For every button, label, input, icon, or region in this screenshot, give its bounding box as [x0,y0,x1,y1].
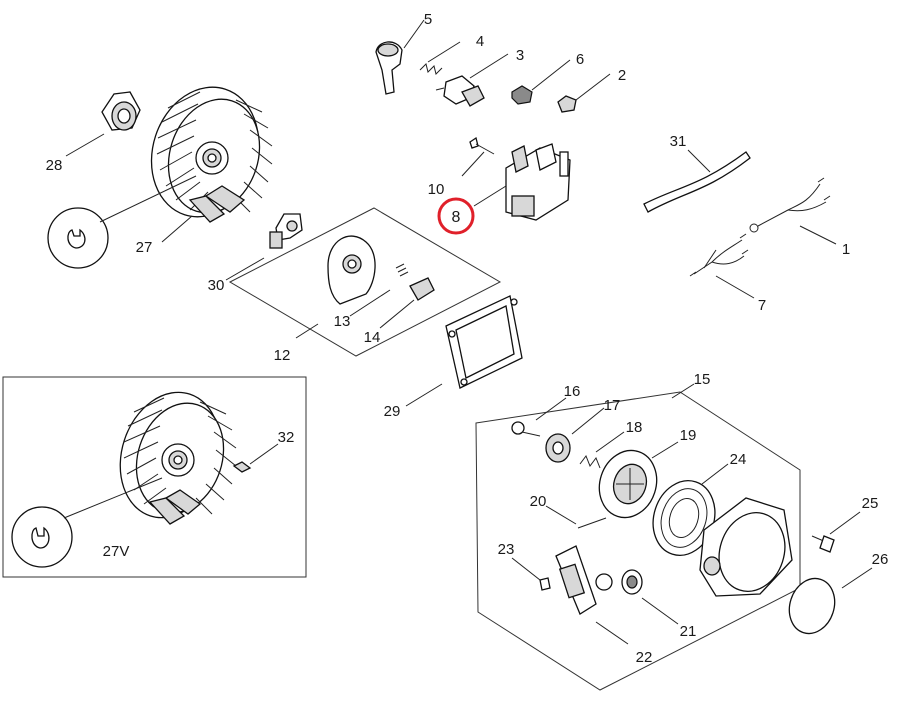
callout-16: 16 [564,383,581,400]
callout-10: 10 [428,181,445,198]
spring-pin-14 [395,263,435,301]
spark-plug-boot-5 [375,41,403,95]
key-slot-27v-detail-icon [11,506,73,568]
screw-16 [511,421,541,437]
callout-15: 15 [694,371,711,388]
bolt-10 [469,136,495,155]
callout-20: 20 [530,493,547,510]
pawl-13 [327,235,376,305]
leader-lines [65,19,873,645]
callout-22: 22 [636,649,653,666]
nut-2 [557,95,577,113]
callout-13: 13 [334,313,351,330]
callout-17: 17 [604,397,621,414]
callout-12: 12 [274,347,291,364]
callout-31: 31 [670,133,687,150]
callout-6: 6 [576,51,584,68]
key-32 [232,461,252,473]
highlight-ring [437,197,475,235]
callout-8: 8 [452,209,461,226]
flywheel-nut-28 [101,91,141,131]
flywheel-27v-inset-box [2,376,307,578]
callout-28: 28 [46,157,63,174]
callout-19: 19 [680,427,697,444]
bracket-30 [269,213,303,249]
callout-1: 1 [842,241,850,258]
key-slot-detail-icon [47,207,109,269]
ignition-coil-icon [505,143,571,221]
callout-29: 29 [384,403,401,420]
callout-3: 3 [516,47,524,64]
plate-17 [545,433,571,463]
spark-plug-icon [435,75,485,107]
clip-23 [539,577,551,591]
callout-23: 23 [498,541,515,558]
spring-18 [579,454,601,469]
nut-6 [511,85,533,105]
spring-4 [419,63,443,75]
gasket-26 [788,577,836,635]
callout-27v: 27V [103,543,130,560]
gasket-29 [445,295,523,389]
callout-5: 5 [424,11,432,28]
callout-24: 24 [730,451,747,468]
group-12-box [228,207,502,357]
callout-21: 21 [680,623,697,640]
bolt-25 [811,535,835,553]
callout-7: 7 [758,297,766,314]
callout-25: 25 [862,495,879,512]
handle-22 [555,545,613,615]
callout-14: 14 [364,329,381,346]
callout-26: 26 [872,551,889,568]
callout-32: 32 [278,429,295,446]
starter-housing-icon [699,497,793,597]
callout-18: 18 [626,419,643,436]
bushing-21 [621,569,643,595]
pin-20 [577,517,607,529]
callout-27: 27 [136,239,153,256]
callout-30: 30 [208,277,225,294]
hose-31 [643,151,751,213]
wire-harness-1 [749,177,831,233]
pulley-19 [598,449,658,519]
wire-harness-7 [689,233,749,277]
callout-4: 4 [476,33,484,50]
flywheel-27v-icon [119,391,237,525]
callout-2: 2 [618,67,626,84]
flywheel-icon [150,86,273,223]
